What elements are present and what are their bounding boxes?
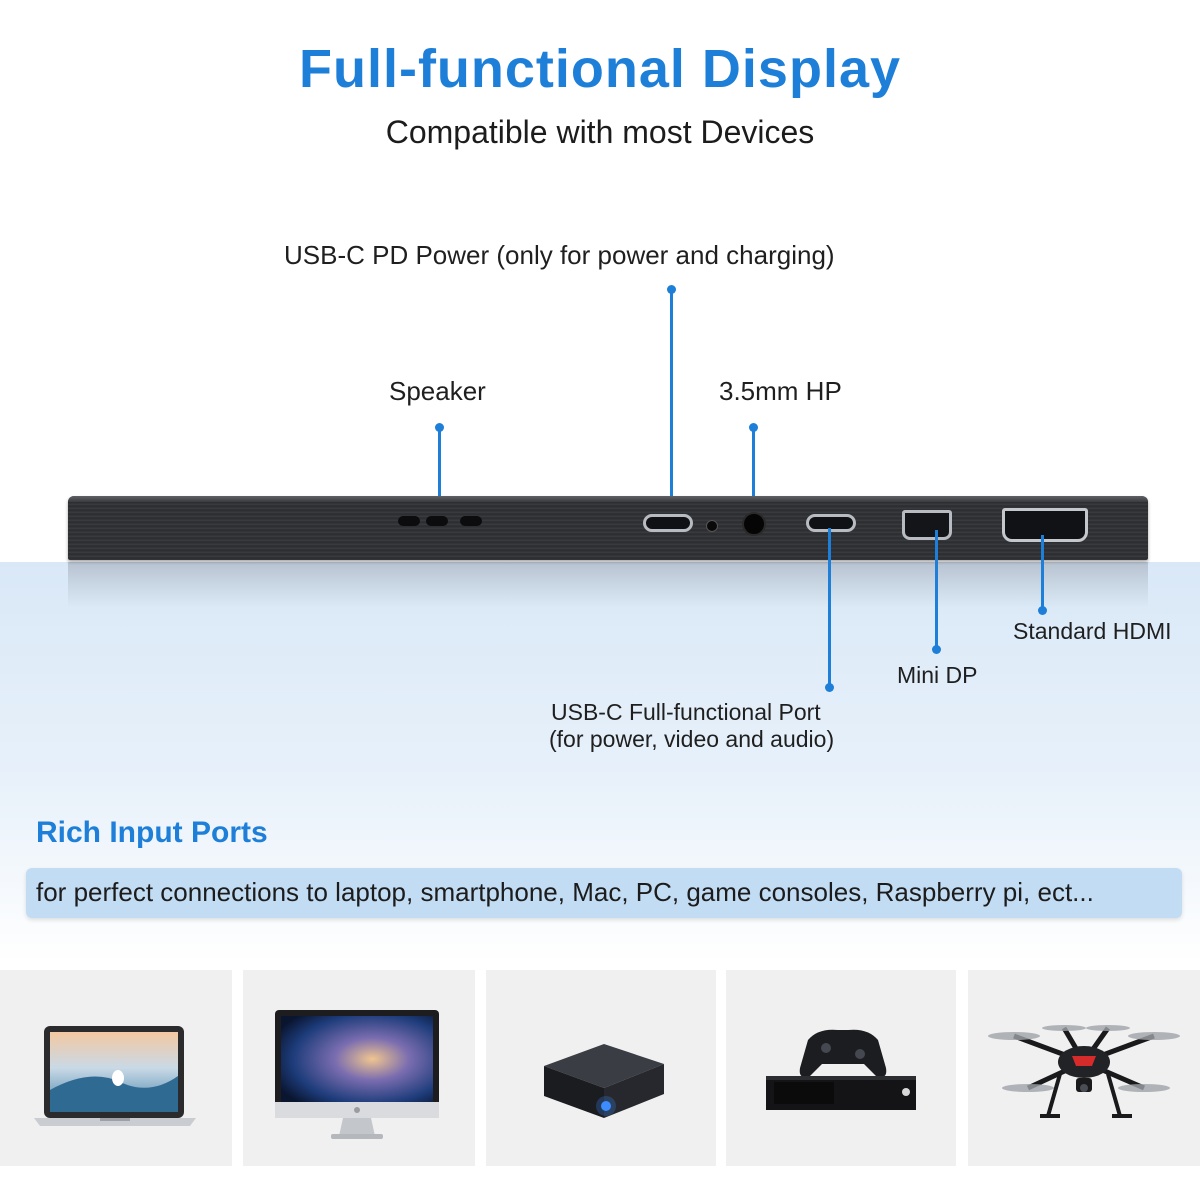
- usbc-pd-label: USB-C PD Power (only for power and charg…: [284, 240, 835, 270]
- connections-banner: [26, 868, 1182, 918]
- device-tile-desktop: [243, 970, 475, 1166]
- portable-monitor-edge: [68, 496, 1148, 560]
- device-tile-drone: [968, 970, 1200, 1166]
- device-tile-minipc: [486, 970, 716, 1166]
- drone-icon: [988, 1025, 1180, 1118]
- game-console-icon: [766, 1029, 916, 1110]
- device-tile-console: [726, 970, 956, 1166]
- speaker-leader: [438, 428, 441, 516]
- speaker-dot: [435, 423, 444, 432]
- usbc-full-label: USB-C Full-functional Port: [551, 699, 821, 725]
- speaker-grille-slot: [398, 516, 420, 526]
- minidp-dot: [932, 645, 941, 654]
- mini-pc-icon: [544, 1044, 664, 1118]
- usbc-full-dot: [825, 683, 834, 692]
- speaker-grille-slot: [426, 516, 448, 526]
- monitor-reflection: [68, 562, 1148, 608]
- usbc-pd-port: [643, 514, 693, 532]
- hdmi-dot: [1038, 606, 1047, 615]
- minidp-leader: [935, 530, 938, 648]
- hp-leader: [752, 428, 755, 514]
- headphone-jack: [742, 512, 766, 536]
- hdmi-port: [1002, 508, 1088, 542]
- usbc-full-sublabel: (for power, video and audio): [549, 726, 835, 752]
- hdmi-label: Standard HDMI: [1013, 618, 1172, 644]
- speaker-label: Speaker: [389, 376, 486, 406]
- indicator-hole: [706, 520, 718, 532]
- mini-dp-port: [902, 510, 952, 540]
- page-subtitle: Compatible with most Devices: [385, 114, 815, 150]
- minidp-label: Mini DP: [897, 662, 978, 688]
- hdmi-leader: [1041, 535, 1044, 611]
- usbc-pd-leader: [670, 290, 673, 514]
- connections-banner-text: for perfect connections to laptop, smart…: [36, 877, 1094, 907]
- desktop-monitor-icon: [275, 1010, 439, 1139]
- usbc-full-port: [806, 514, 856, 532]
- hp-label: 3.5mm HP: [719, 376, 842, 406]
- laptop-icon: [34, 1026, 196, 1126]
- usbc-full-leader: [828, 528, 831, 686]
- device-tile-laptop: [0, 970, 232, 1166]
- hp-dot: [749, 423, 758, 432]
- page-title: Full-functional Display: [298, 39, 902, 99]
- section-heading: Rich Input Ports: [36, 816, 268, 849]
- speaker-grille-slot: [460, 516, 482, 526]
- usbc-pd-dot: [667, 285, 676, 294]
- monitor-top-bevel: [68, 496, 1148, 502]
